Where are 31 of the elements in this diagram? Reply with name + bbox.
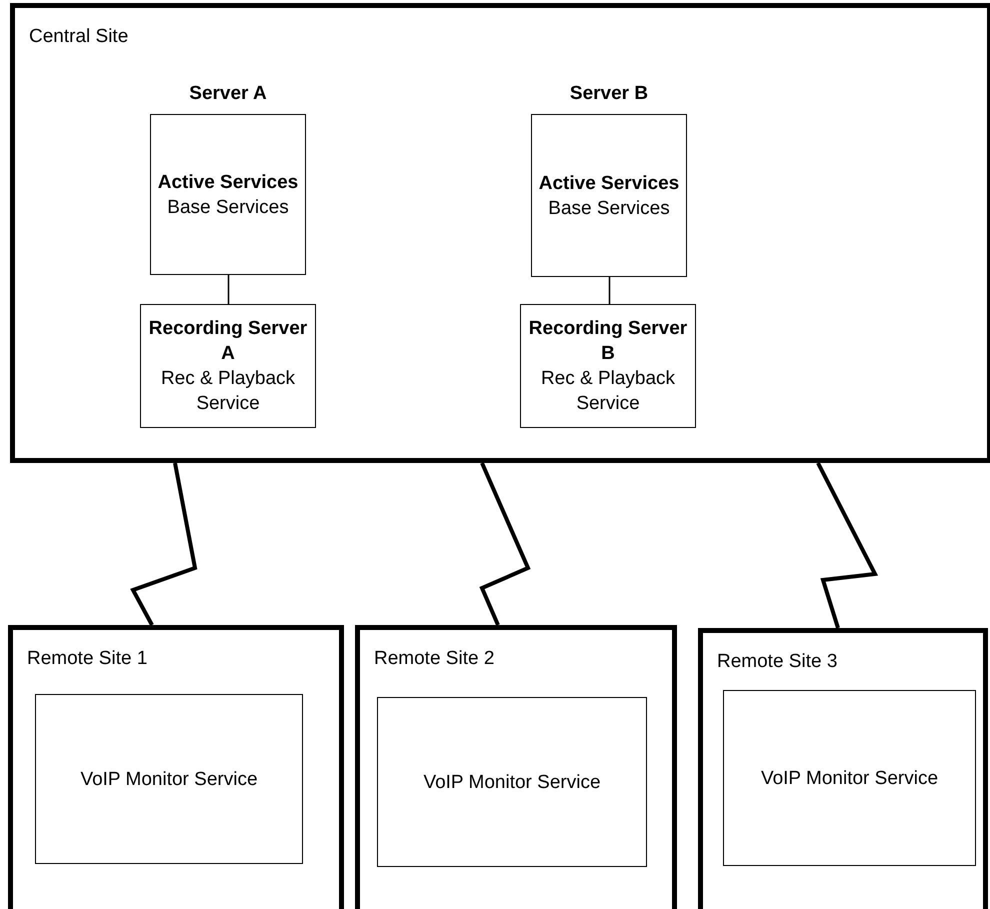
service-name: Rec & Playback Service [160,367,296,416]
recording-server-box [520,304,696,428]
wan-link-line [816,462,878,629]
box-heading: Active Services [538,172,680,196]
site-title: Remote Site 3 [717,651,838,673]
site-panel [355,625,677,909]
service-name: VoIP Monitor Service [80,768,258,792]
connector-line [608,277,610,304]
box-heading: Recording Server B [528,317,688,366]
site-panel [8,625,344,909]
service-name: VoIP Monitor Service [423,770,601,794]
site-title: Remote Site 2 [374,648,494,670]
site-title: Remote Site 1 [27,648,148,670]
recording-server-box [140,304,316,428]
service-name: VoIP Monitor Service [760,766,938,790]
site-title: Central Site [29,26,128,48]
wan-link-line [130,462,198,626]
connector-line [228,275,230,304]
site-panel [10,3,990,463]
service-box [35,694,303,864]
service-box [723,690,976,866]
service-box [377,697,647,867]
wan-link-line [479,462,531,626]
server-title: Server B [568,82,650,106]
service-name: Base Services [548,196,670,220]
site-panel [698,628,988,909]
server-title: Server A [188,82,268,106]
box-heading: Active Services [158,170,298,194]
service-name: Rec & Playback Service [540,367,676,416]
box-heading: Recording Server A [148,317,308,366]
service-name: Base Services [167,196,289,220]
